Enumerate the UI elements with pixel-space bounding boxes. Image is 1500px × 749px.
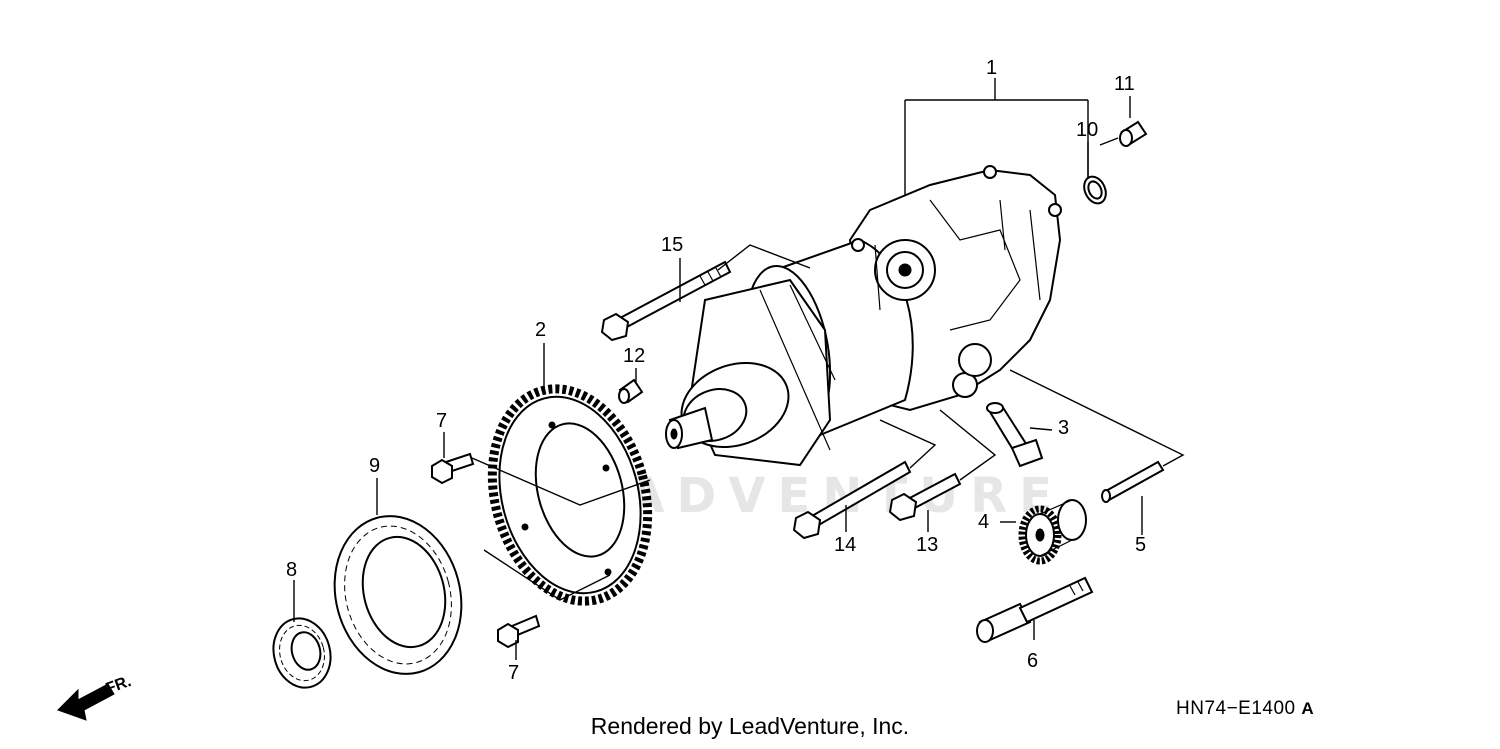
callout-1: 1 — [986, 57, 997, 79]
callout-12: 12 — [623, 345, 645, 367]
callout-7-lower: 7 — [508, 662, 519, 684]
part-4-idle-gear[interactable] — [1018, 499, 1087, 565]
diagram-rev: A — [1301, 699, 1315, 718]
callout-7-upper: 7 — [436, 410, 447, 432]
callout-13: 13 — [916, 534, 938, 556]
part-2-ring-gear[interactable] — [470, 371, 671, 618]
leader-lines — [293, 78, 1185, 660]
part-10-o-ring[interactable] — [1080, 173, 1110, 207]
callout-6: 6 — [1027, 650, 1038, 672]
part-6-drive-shaft[interactable] — [976, 576, 1094, 643]
part-12-dowel-pin[interactable] — [618, 378, 644, 404]
callout-8: 8 — [286, 559, 297, 581]
callout-3: 3 — [1058, 417, 1069, 439]
footer-credit: Rendered by LeadVenture, Inc. — [590, 713, 910, 739]
part-9-large-bearing[interactable] — [317, 502, 478, 689]
callout-10: 10 — [1076, 119, 1098, 141]
callout-15: 15 — [661, 234, 683, 256]
callout-9: 9 — [369, 455, 380, 477]
part-5-pin[interactable] — [1101, 460, 1165, 503]
part-14-long-bolt[interactable] — [792, 460, 912, 540]
part-3-shift-shaft[interactable] — [986, 402, 1044, 468]
part-8-small-bearing[interactable] — [266, 612, 338, 694]
part-15-long-bolt[interactable] — [600, 260, 732, 342]
diagram-code-text: HN74−E1400 — [1176, 698, 1296, 719]
callout-4: 4 — [978, 511, 989, 533]
diagram-code: HN74−E1400 A — [1176, 698, 1314, 720]
part-7-bolt-upper[interactable] — [431, 452, 475, 485]
front-label: FR. — [104, 673, 134, 698]
callout-14: 14 — [834, 534, 856, 556]
callout-5: 5 — [1135, 534, 1146, 556]
starter-motor-assembly[interactable] — [665, 165, 1062, 467]
callout-11: 11 — [1114, 73, 1135, 95]
callouts: 1 2 3 4 5 6 7 7 8 9 10 11 12 13 14 15 — [286, 57, 1146, 684]
part-7-bolt-lower[interactable] — [497, 614, 541, 649]
part-11-cap[interactable] — [1119, 120, 1148, 147]
callout-2: 2 — [535, 319, 546, 341]
part-13-short-bolt[interactable] — [888, 472, 962, 522]
